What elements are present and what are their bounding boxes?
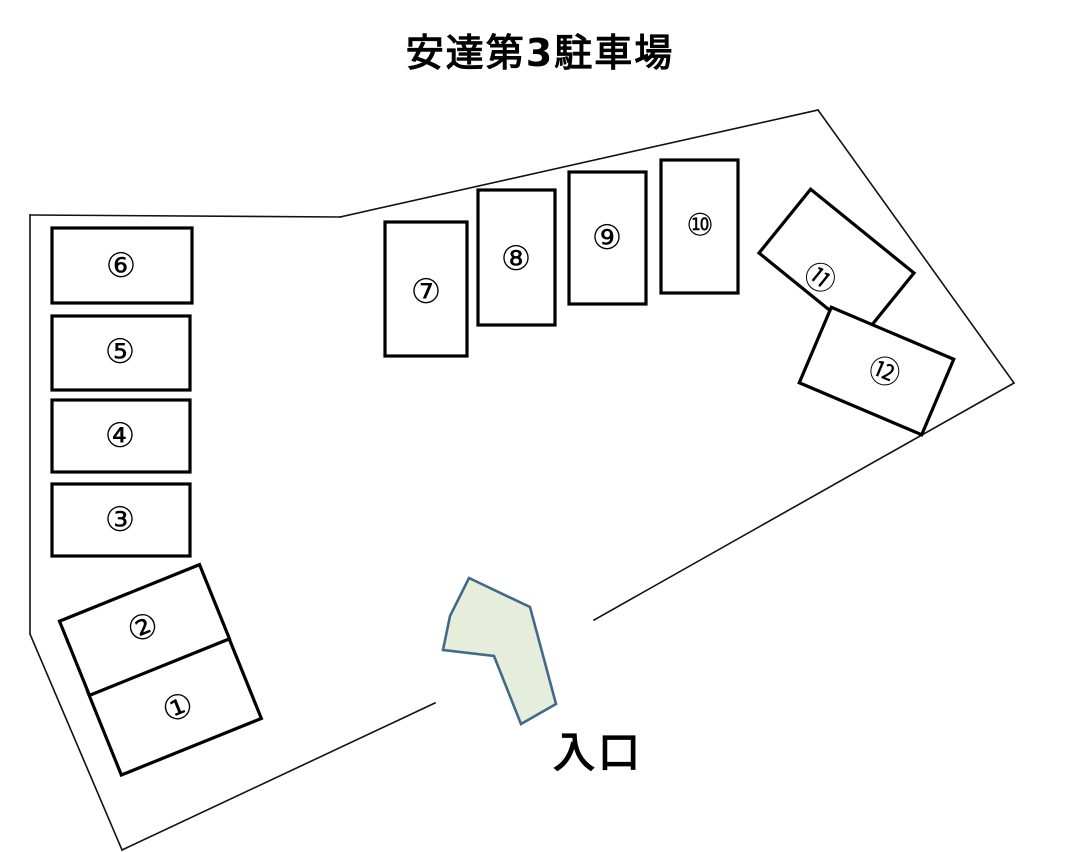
parking-stall-5[interactable] <box>50 314 192 392</box>
boundary-segment <box>592 381 1016 622</box>
parking-stall-9[interactable] <box>567 170 648 306</box>
boundary-segment <box>28 632 124 852</box>
stall-number-label-10: ⑩ <box>686 207 714 244</box>
parking-lot-boundary <box>28 108 1016 852</box>
entrance-arrow <box>441 576 558 726</box>
page-title: 安達第3駐車場 <box>405 31 675 75</box>
parking-stall-10[interactable] <box>659 158 740 295</box>
parking-stall-7[interactable] <box>383 220 469 358</box>
stall-number-label-5: ⑤ <box>104 332 136 372</box>
stall-number-label-4: ④ <box>104 416 136 456</box>
stall-number-label-7: ⑦ <box>410 272 442 312</box>
parking-stall-6[interactable] <box>50 226 194 305</box>
stall-number-label-9: ⑨ <box>591 218 623 258</box>
parking-stalls <box>50 158 956 778</box>
boundary-segment <box>120 701 437 852</box>
boundary-segment <box>339 109 819 218</box>
parking-stall-2[interactable] <box>57 562 232 698</box>
parking-stall-3[interactable] <box>50 482 192 558</box>
arrow-up-left-icon <box>441 576 558 726</box>
entrance-label: 入口 <box>553 728 644 777</box>
parking-stall-4[interactable] <box>50 398 192 474</box>
parking-stall-12[interactable] <box>797 305 956 437</box>
parking-stall-11[interactable] <box>756 187 917 339</box>
boundary-segment <box>29 214 341 218</box>
boundary-segment <box>816 108 1016 385</box>
stall-number-label-8: ⑧ <box>500 239 532 279</box>
stall-number-label-6: ⑥ <box>105 246 137 286</box>
parking-stall-8[interactable] <box>476 188 557 327</box>
stall-number-label-3: ③ <box>104 500 136 540</box>
